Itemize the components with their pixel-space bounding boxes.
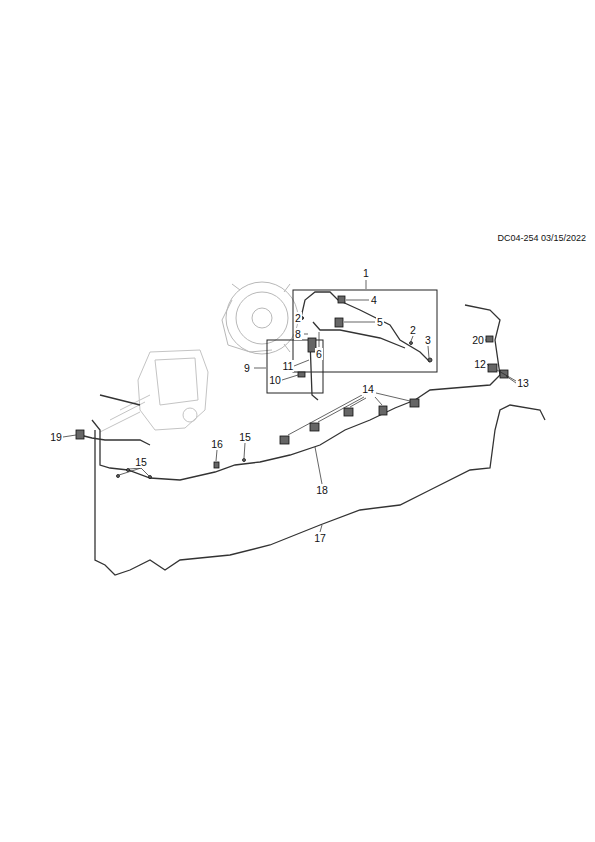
callout-number: 5 — [376, 316, 384, 328]
callout-number: 2 — [409, 324, 417, 336]
clips — [76, 296, 508, 479]
callout-number: 14 — [361, 383, 375, 395]
drawing-code: DC04-254 03/15/2022 — [496, 232, 587, 244]
callout-number: 6 — [315, 348, 323, 360]
callout-number: 19 — [49, 431, 63, 443]
callout-number: 11 — [282, 360, 295, 372]
callout-number: 13 — [516, 377, 530, 389]
callout-number: 16 — [210, 438, 224, 450]
callout-number: 15 — [134, 456, 148, 468]
group-boxes — [267, 290, 437, 393]
leader-lines — [63, 280, 516, 532]
callout-number: 20 — [471, 334, 485, 346]
callout-number: 2 — [294, 312, 302, 324]
callout-number: 8 — [294, 328, 302, 340]
callout-number: 12 — [473, 358, 487, 370]
callout-number: 3 — [424, 334, 432, 346]
callout-number: 17 — [313, 532, 327, 544]
transmission — [222, 282, 304, 354]
callout-number: 1 — [362, 267, 370, 279]
callout-number: 18 — [315, 484, 329, 496]
callout-number: 15 — [238, 431, 252, 443]
pipes — [80, 292, 545, 575]
callout-number: 9 — [243, 362, 251, 374]
callout-number: 10 — [268, 374, 282, 386]
callout-number: 4 — [370, 294, 378, 306]
engine-block — [100, 350, 208, 432]
